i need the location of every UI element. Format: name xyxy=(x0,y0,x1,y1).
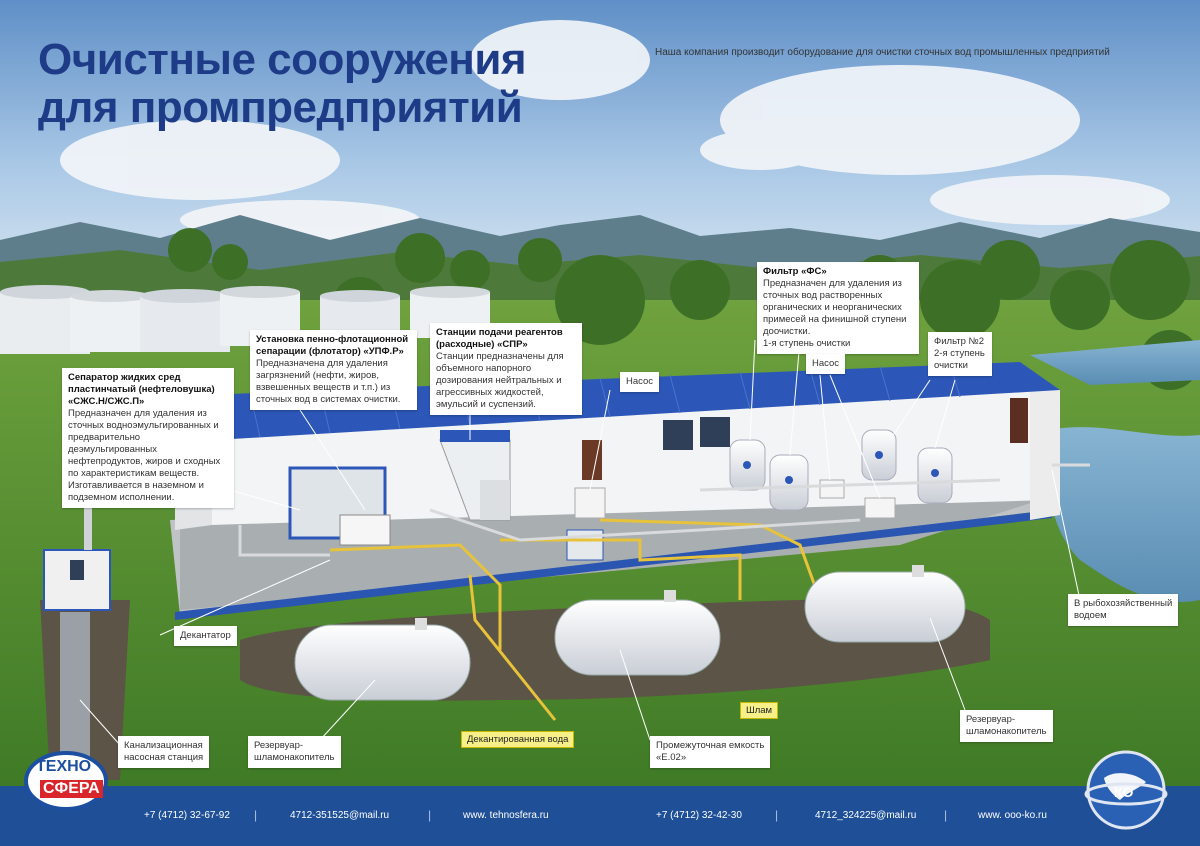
footer-email-2[interactable]: 4712_324225@mail.ru xyxy=(815,810,917,821)
label-sewage-line2: насосная станция xyxy=(124,752,204,763)
pipes xyxy=(329,518,822,721)
callout-filter-fs-body: Предназначен для удаления из сточных вод… xyxy=(763,278,907,337)
floor-surface xyxy=(180,500,1040,610)
callout-separator: Сепаратор жидких сред пластинчатый (нефт… xyxy=(62,368,234,508)
separator-container xyxy=(288,466,391,546)
label-reservoir-1: Резервуар- шламонакопитель xyxy=(248,736,341,768)
label-sewage-line1: Канализационная xyxy=(124,740,203,751)
sewage-pump-station xyxy=(43,505,111,777)
label-reservoir-2-line2: шламонакопитель xyxy=(966,726,1047,737)
callout-separator-title: Сепаратор жидких сред пластинчатый (нефт… xyxy=(68,372,215,407)
pipes-gray xyxy=(238,463,1090,557)
technosfera-logo-text-2: СФЕРА xyxy=(40,780,103,798)
footer-separator-2: | xyxy=(428,808,432,822)
ko-logo: КО xyxy=(1084,748,1168,832)
label-pump-2: Насос xyxy=(806,354,846,374)
title-line-2: для промпредприятий xyxy=(38,83,523,132)
callout-filter-fs-stage: 1-я ступень очистки xyxy=(763,338,851,349)
technosfera-logo-text-1: ТЕХНО xyxy=(36,758,92,775)
callout-reagents-body: Станции предназначены для объемного напо… xyxy=(436,351,564,410)
underground-tanks xyxy=(294,565,966,701)
footer-email-1[interactable]: 4712-351525@mail.ru xyxy=(290,810,390,821)
label-fishery-line2: водоем xyxy=(1074,610,1107,621)
footer-phone-1: +7 (4712) 32-67-92 xyxy=(144,810,230,821)
footer-separator-1: | xyxy=(254,808,258,822)
footer-separator-3: | xyxy=(775,808,779,822)
label-decanted-water: Декантированная вода xyxy=(461,731,575,748)
label-filter-2-line1: Фильтр №2 xyxy=(934,336,985,347)
page-title: Очистные сооружения для промпредприятий xyxy=(38,35,527,132)
callout-separator-body: Предназначен для удаления из сточных вод… xyxy=(68,408,221,503)
ko-globe-icon xyxy=(1084,750,1168,830)
right-wall xyxy=(1030,385,1060,520)
label-sludge: Шлам xyxy=(740,702,779,719)
callout-filter-fs-title: Фильтр «ФС» xyxy=(763,266,827,277)
footer-phone-2: +7 (4712) 32-42-30 xyxy=(656,810,742,821)
footer-site-2[interactable]: www. ooo-ko.ru xyxy=(978,810,1047,821)
footer-bar: +7 (4712) 32-67-92 | 4712-351525@mail.ru… xyxy=(0,786,1200,846)
label-sewage-station: Канализационная насосная станция xyxy=(118,736,210,768)
label-reservoir-2-line1: Резервуар- xyxy=(966,714,1016,725)
label-intermediate-line2: «Е.02» xyxy=(656,752,687,763)
windows xyxy=(582,398,1028,480)
callout-flotator-title: Установка пенно-флотационной сепарации (… xyxy=(256,334,409,357)
callout-reagents-title: Станции подачи реагентов (расходные) «СП… xyxy=(436,327,563,350)
label-intermediate-line1: Промежуточная емкость xyxy=(656,740,765,751)
floor-edge xyxy=(175,510,1052,620)
callout-reagents: Станции подачи реагентов (расходные) «СП… xyxy=(430,323,582,415)
page-subtitle: Наша компания производит оборудование дл… xyxy=(655,47,1110,58)
label-reservoir-1-line2: шламонакопитель xyxy=(254,752,335,763)
technosfera-logo: ТЕХНО СФЕРА xyxy=(22,748,110,814)
label-filter-2: Фильтр №2 2-я ступень очистки xyxy=(928,332,992,376)
footer-separator-4: | xyxy=(944,808,948,822)
label-fishery-line1: В рыбохозяйственный xyxy=(1074,598,1173,609)
river xyxy=(1047,427,1200,602)
label-reservoir-1-line1: Резервуар- xyxy=(254,740,304,751)
label-reservoir-2: Резервуар- шламонакопитель xyxy=(960,710,1053,742)
label-decanter: Декантатор xyxy=(174,626,237,646)
filter-badges xyxy=(743,451,939,484)
label-pump-1: Насос xyxy=(620,372,660,392)
clouds xyxy=(60,20,1170,240)
roof xyxy=(205,362,1060,440)
label-fishery: В рыбохозяйственный водоем xyxy=(1068,594,1179,626)
footer-site-1[interactable]: www. tehnosfera.ru xyxy=(463,810,549,821)
title-line-1: Очистные сооружения xyxy=(38,35,527,84)
flotator xyxy=(439,430,511,521)
callout-flotator: Установка пенно-флотационной сепарации (… xyxy=(250,330,417,410)
label-filter-2-line2: 2-я ступень очистки xyxy=(934,348,985,371)
ko-logo-text: КО xyxy=(1114,784,1134,800)
label-intermediate-tank: Промежуточная емкость «Е.02» xyxy=(650,736,771,768)
callout-flotator-body: Предназначена для удаления загрязнений (… xyxy=(256,358,401,405)
callout-filter-fs: Фильтр «ФС» Предназначен для удаления из… xyxy=(757,262,919,354)
pond-top xyxy=(1030,340,1200,385)
